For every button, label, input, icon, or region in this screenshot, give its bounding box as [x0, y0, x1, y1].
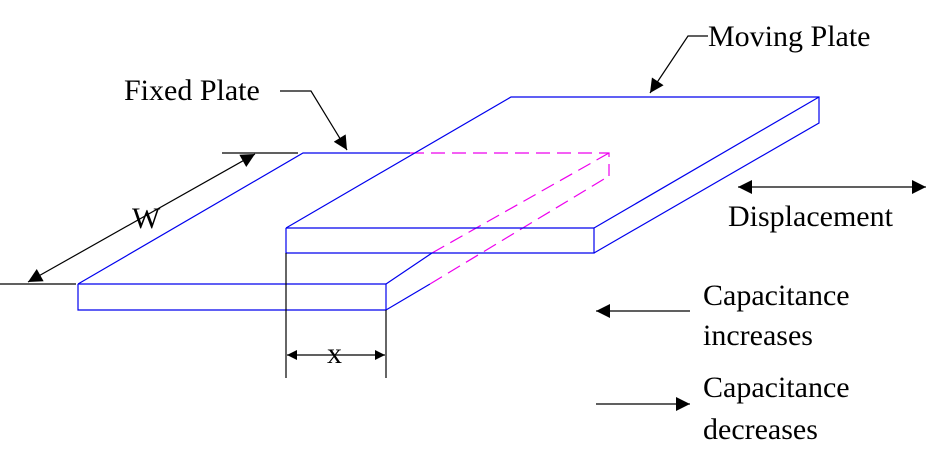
width-dimension: W — [0, 152, 298, 285]
fixed-plate-leader — [280, 90, 348, 151]
capacitance-increases-line2: increases — [703, 319, 813, 352]
overlap-dimension: x — [285, 253, 387, 378]
fixed-plate-label: Fixed Plate — [124, 74, 260, 107]
moving-plate-label: Moving Plate — [708, 20, 871, 53]
displacement-label: Displacement — [728, 200, 894, 233]
overlap-label: x — [327, 337, 342, 370]
fixed-plate-hidden-right-bottom-edge — [429, 175, 610, 285]
fixed-plate-callout: Fixed Plate — [124, 74, 348, 151]
displacement-indicator: Displacement — [728, 180, 926, 233]
fixed-plate-hidden-top-edge — [410, 152, 610, 176]
moving-plate-front-right-edge — [593, 96, 820, 229]
capacitance-increases-legend: Capacitance increases — [596, 279, 850, 352]
capacitance-decreases-line2: decreases — [703, 413, 818, 446]
width-label: W — [132, 202, 161, 235]
fixed-plate-top-left-edge — [77, 152, 410, 285]
fixed-plate-right-top-edge — [385, 252, 433, 285]
fixed-plate-right-bottom-edge — [385, 283, 431, 311]
capacitance-decreases-line1: Capacitance — [703, 371, 850, 404]
capacitance-decreases-legend: Capacitance decreases — [596, 371, 850, 446]
capacitance-increases-line1: Capacitance — [703, 279, 850, 312]
moving-plate-front-face — [285, 227, 595, 254]
moving-plate-leader — [649, 35, 708, 94]
fixed-plate-hidden-right-top-edge — [431, 152, 610, 254]
moving-plate — [285, 96, 820, 254]
fixed-plate-front-face — [77, 283, 387, 311]
width-dimension-line — [27, 153, 256, 283]
moving-plate-callout: Moving Plate — [649, 20, 871, 94]
